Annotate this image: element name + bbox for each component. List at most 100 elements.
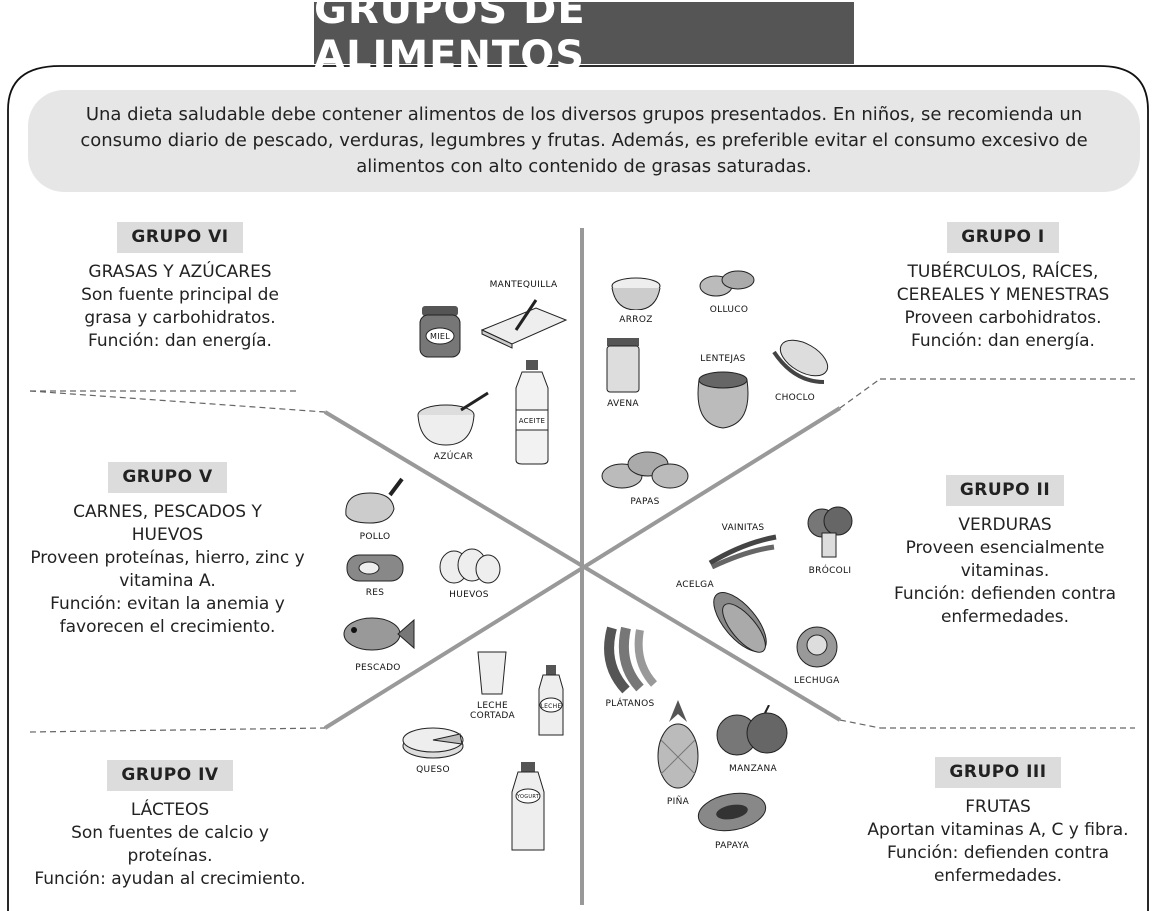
- apple-icon: [716, 704, 788, 756]
- miel-label: MIEL: [430, 332, 450, 341]
- group-line: enfermedades.: [940, 607, 1070, 627]
- group-badge: GRUPO III: [935, 757, 1061, 788]
- aceite-label: ACEITE: [519, 417, 546, 425]
- food-pina: PIÑA: [655, 700, 701, 807]
- milk-bottle-icon: LECHE: [538, 665, 564, 736]
- green-beans-icon: [708, 534, 777, 570]
- group-iii: GRUPO III FRUTAS Aportan vitaminas A, C …: [848, 757, 1148, 888]
- group-line: Proveen proteínas, hierro, zinc y: [30, 548, 305, 568]
- food-avena: AVENA: [605, 338, 641, 409]
- sugar-bowl-icon: [417, 391, 489, 446]
- food-label: PAPAS: [630, 497, 660, 507]
- group-line: Aportan vitaminas A, C y fibra.: [867, 820, 1129, 840]
- food-vainitas: VAINITAS: [708, 521, 778, 572]
- food-papaya: PAPAYA: [695, 790, 769, 851]
- page-title: GRUPOS DE ALIMENTOS: [314, 0, 854, 79]
- food-label: LECHUGA: [794, 676, 840, 686]
- food-label: PAPAYA: [714, 841, 750, 851]
- food-lechuga: LECHUGA: [794, 625, 840, 686]
- food-label: CORTADA: [470, 711, 515, 721]
- food-label: PIÑA: [666, 797, 690, 807]
- group-line: LÁCTEOS: [130, 800, 210, 820]
- group-badge: GRUPO V: [108, 462, 227, 493]
- food-pescado: PESCADO: [340, 610, 416, 673]
- pineapple-icon: [657, 700, 699, 789]
- leche-label: LECHE: [540, 703, 561, 710]
- food-leche: LECHE: [537, 665, 565, 742]
- yogurt-label: YOGURT: [516, 794, 540, 800]
- group-line: GRASAS Y AZÚCARES: [88, 262, 272, 282]
- honey-jar-icon: MIEL: [419, 306, 461, 358]
- group-badge: GRUPO I: [947, 222, 1059, 253]
- lentils-sack-icon: [697, 371, 749, 429]
- divider-diagonal-2: [323, 406, 842, 730]
- group-line: Proveen esencialmente: [905, 538, 1105, 558]
- group-line: TUBÉRCULOS, RAÍCES,: [907, 262, 1099, 282]
- cheese-icon: [402, 727, 464, 759]
- food-brocoli: BRÓCOLI: [800, 503, 860, 576]
- food-label: BRÓCOLI: [808, 566, 852, 576]
- dash-left-bottom: [29, 727, 326, 733]
- intro-text: Una dieta saludable debe contener alimen…: [28, 90, 1140, 192]
- rice-bowl-icon: [611, 277, 661, 311]
- group-line: Función: evitan la anemia y: [50, 594, 285, 614]
- group-line: Proveen carbohidratos.: [904, 308, 1102, 328]
- potatoes-icon: [601, 451, 689, 489]
- food-arroz: ARROZ: [608, 276, 664, 325]
- milk-glass-icon: [477, 651, 508, 695]
- group-iv: GRUPO IV LÁCTEOS Son fuentes de calcio y…: [10, 760, 330, 891]
- food-lentejas: LENTEJAS: [693, 352, 753, 433]
- group-line: Son fuente principal de: [81, 285, 279, 305]
- fish-icon: [343, 617, 415, 651]
- food-label: PLÁTANOS: [605, 699, 655, 709]
- papaya-icon: [697, 792, 767, 832]
- lettuce-icon: [796, 626, 838, 668]
- eggs-icon: [439, 548, 501, 584]
- broccoli-icon: [807, 506, 853, 558]
- outer-frame: [7, 65, 1149, 911]
- group-line: enfermedades.: [933, 866, 1063, 886]
- food-miel: MIEL: [418, 302, 462, 363]
- food-label: CHOCLO: [775, 393, 815, 403]
- beef-icon: [346, 554, 404, 582]
- group-line: FRUTAS: [965, 797, 1031, 817]
- food-queso: QUESO: [400, 722, 466, 775]
- food-mantequilla: MANTEQUILLA: [476, 278, 571, 353]
- food-azucar: AZÚCAR: [416, 385, 491, 462]
- food-label: PESCADO: [355, 663, 401, 673]
- food-platanos: PLÁTANOS: [602, 624, 658, 709]
- group-line: Función: dan energía.: [88, 331, 272, 351]
- food-papas: PAPAS: [600, 446, 690, 507]
- group-line: Función: ayudan al crecimiento.: [34, 869, 306, 889]
- food-choclo: CHOCLO: [764, 332, 834, 403]
- group-line: Función: defienden contra: [894, 584, 1116, 604]
- group-badge: GRUPO VI: [117, 222, 243, 253]
- food-res: RES: [345, 553, 405, 598]
- oats-can-icon: [606, 338, 640, 393]
- group-badge: GRUPO II: [945, 475, 1065, 506]
- corn-icon: [772, 339, 829, 384]
- butter-icon: [480, 299, 568, 349]
- food-label: LECHE: [477, 701, 508, 711]
- group-line: vitamina A.: [119, 571, 216, 591]
- food-label: MANTEQUILLA: [489, 280, 558, 290]
- group-line: grasa y carbohidratos.: [84, 308, 276, 328]
- food-label: OLLUCO: [709, 305, 749, 315]
- group-line: Función: defienden contra: [887, 843, 1109, 863]
- group-vi: GRUPO VI GRASAS Y AZÚCARES Son fuente pr…: [40, 222, 320, 353]
- food-label: QUESO: [416, 765, 450, 775]
- food-leche-cortada: LECHE CORTADA: [470, 650, 515, 721]
- group-line: HUEVOS: [131, 525, 204, 545]
- group-line: favorecen el crecimiento.: [59, 617, 276, 637]
- food-label: AZÚCAR: [433, 452, 474, 462]
- food-label: POLLO: [359, 532, 391, 542]
- group-ii: GRUPO II VERDURAS Proveen esencialmente …: [870, 475, 1140, 629]
- food-label: LENTEJAS: [700, 354, 746, 364]
- food-aceite: ACEITE: [512, 360, 552, 469]
- group-i: GRUPO I TUBÉRCULOS, RAÍCES, CEREALES Y M…: [858, 222, 1148, 353]
- food-manzana: MANZANA: [715, 704, 791, 774]
- food-label: HUEVOS: [449, 590, 489, 600]
- food-label: RES: [365, 588, 385, 598]
- yogurt-bottle-icon: YOGURT: [511, 762, 545, 851]
